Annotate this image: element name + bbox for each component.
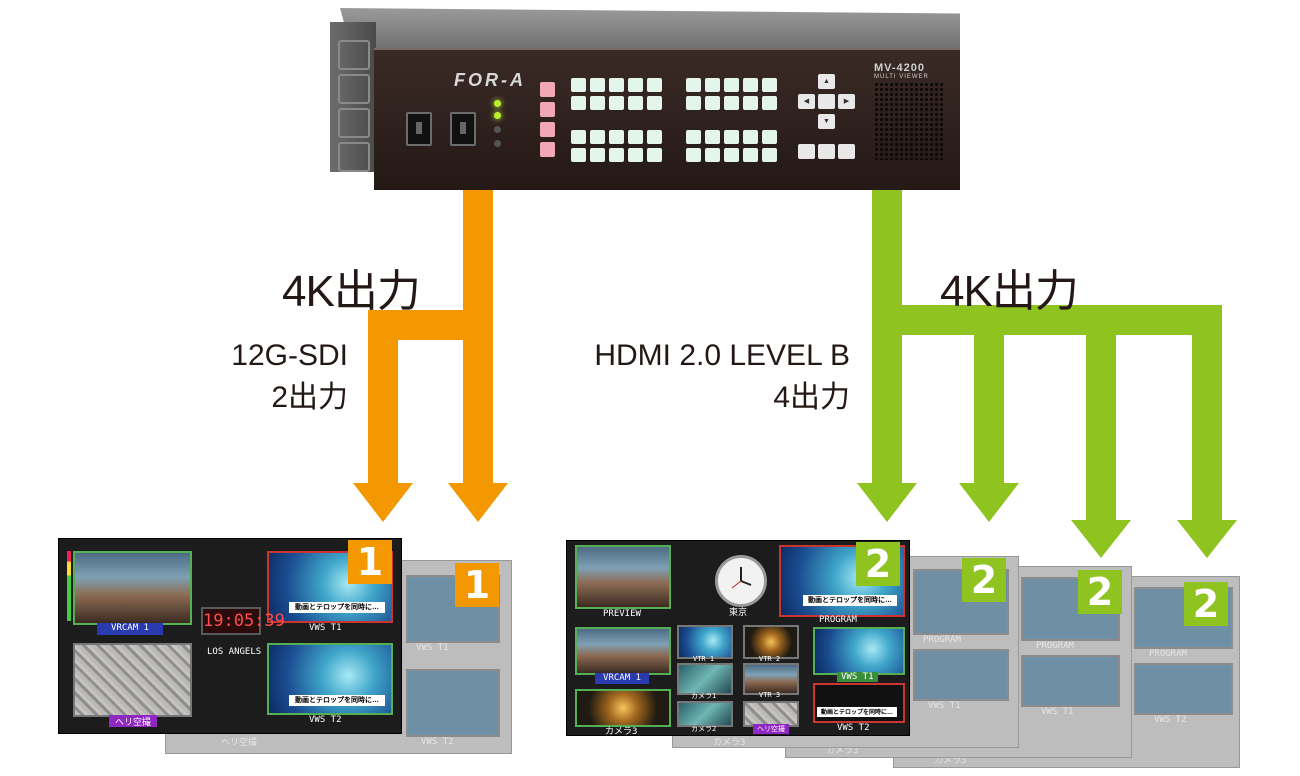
power-switch-1[interactable]	[406, 112, 432, 146]
alarm-led	[494, 126, 501, 133]
button-group-c	[571, 130, 662, 162]
small-tile-1-label: VTR 1	[693, 655, 715, 663]
badge-hdmi-2: 2	[962, 558, 1006, 602]
badge-hdmi-1: 2	[856, 542, 900, 586]
tile-vws-t1-label: VWS T1	[837, 672, 878, 682]
tile-vws-t1-caption: 動画とテロップを同時に…	[289, 602, 385, 613]
tile-vrcam1	[575, 627, 671, 675]
small-tile-5-label: カメラ2	[691, 725, 717, 733]
tile-vws-t1-label: VWS T1	[309, 623, 342, 633]
page-button-1[interactable]	[540, 82, 555, 97]
orange-arrows	[353, 175, 508, 522]
small-tile-6-label: ヘリ空撮	[753, 724, 789, 734]
badge-sdi-2: 1	[455, 563, 499, 607]
tile-preview	[575, 545, 671, 609]
multiviewer-device: FOR-A MV-4200 MULTI VIEWER	[330, 8, 960, 190]
tile-vws-t2-caption: 動画とテロップを同時に…	[817, 707, 897, 717]
page-button-4[interactable]	[540, 142, 555, 157]
tile-heli-label: ヘリ空撮	[109, 715, 157, 727]
speaker-grille	[874, 82, 944, 160]
device-front-panel: FOR-A MV-4200 MULTI VIEWER	[374, 48, 960, 190]
clock-location: LOS ANGELS	[207, 647, 262, 657]
small-tile-4-label: VTR 3	[759, 691, 781, 699]
tile-vrcam1-label: VRCAM 1	[595, 673, 649, 684]
right-arrow-button[interactable]: ▶	[838, 94, 855, 109]
tile-heli	[73, 643, 192, 717]
power1-led	[494, 100, 501, 107]
tile-camera3-label: カメラ3	[605, 727, 638, 737]
digital-clock: 19:05:39	[201, 607, 285, 635]
tile-vws-t1	[813, 627, 905, 675]
button-group-d	[686, 130, 777, 162]
brand-logo: FOR-A	[454, 70, 526, 90]
page-button-2[interactable]	[540, 102, 555, 117]
small-tile-1	[677, 625, 733, 659]
tile-vws-t2-caption: 動画とテロップを同時に…	[289, 695, 385, 706]
green-arrows	[857, 160, 1237, 558]
remote-led	[494, 140, 501, 147]
right-output-label: 4K出力	[940, 267, 1079, 316]
device-top	[340, 8, 960, 54]
tile-camera3	[575, 689, 671, 727]
power2-led	[494, 112, 501, 119]
small-tile-2	[743, 625, 799, 659]
sdi-monitor-1: VRCAM 1 動画とテロップを同時に… VWS T1 19:05:39 LOS…	[58, 538, 402, 734]
func-button-1[interactable]	[798, 144, 815, 159]
tile-preview-label: PREVIEW	[603, 609, 641, 619]
tile-vws-t2-label: VWS T2	[309, 715, 342, 725]
small-tile-5	[677, 701, 733, 727]
tile-program-caption: 動画とテロップを同時に…	[803, 595, 897, 606]
left-output-label: 4K出力	[282, 267, 421, 316]
power-switch-2[interactable]	[450, 112, 476, 146]
device-side	[330, 22, 376, 172]
func-button-2[interactable]	[818, 144, 835, 159]
small-tile-3	[677, 663, 733, 695]
down-arrow-button[interactable]: ▼	[818, 114, 835, 129]
badge-hdmi-3: 2	[1078, 570, 1122, 614]
tile-vws-t2-label: VWS T2	[837, 723, 870, 733]
page-button-3[interactable]	[540, 122, 555, 137]
right-interface-label: HDMI 2.0 LEVEL B 4出力	[594, 339, 850, 414]
tile-vws-t2	[813, 683, 905, 723]
up-arrow-button[interactable]: ▲	[818, 74, 835, 89]
tile-program-label: PROGRAM	[819, 615, 857, 625]
small-tile-3-label: カメラ1	[691, 692, 717, 700]
analog-clock-label: 東京	[729, 608, 748, 618]
left-interface-label: 12G-SDI 2出力	[231, 339, 348, 414]
badge-sdi-1: 1	[348, 540, 392, 584]
clock-hands	[731, 567, 752, 589]
small-tile-2-label: VTR 2	[759, 655, 781, 663]
center-button[interactable]	[818, 94, 835, 109]
back-caption: ヘリ空撮	[221, 738, 258, 748]
button-group-a	[571, 78, 662, 110]
model-name: MV-4200 MULTI VIEWER	[874, 62, 929, 80]
tile-vrcam1	[73, 551, 192, 625]
func-button-3[interactable]	[838, 144, 855, 159]
tile-vrcam1-label: VRCAM 1	[97, 623, 163, 635]
badge-hdmi-4: 2	[1184, 582, 1228, 626]
small-tile-4	[743, 663, 799, 695]
analog-clock	[715, 555, 767, 607]
button-group-b	[686, 78, 777, 110]
left-arrow-button[interactable]: ◀	[798, 94, 815, 109]
